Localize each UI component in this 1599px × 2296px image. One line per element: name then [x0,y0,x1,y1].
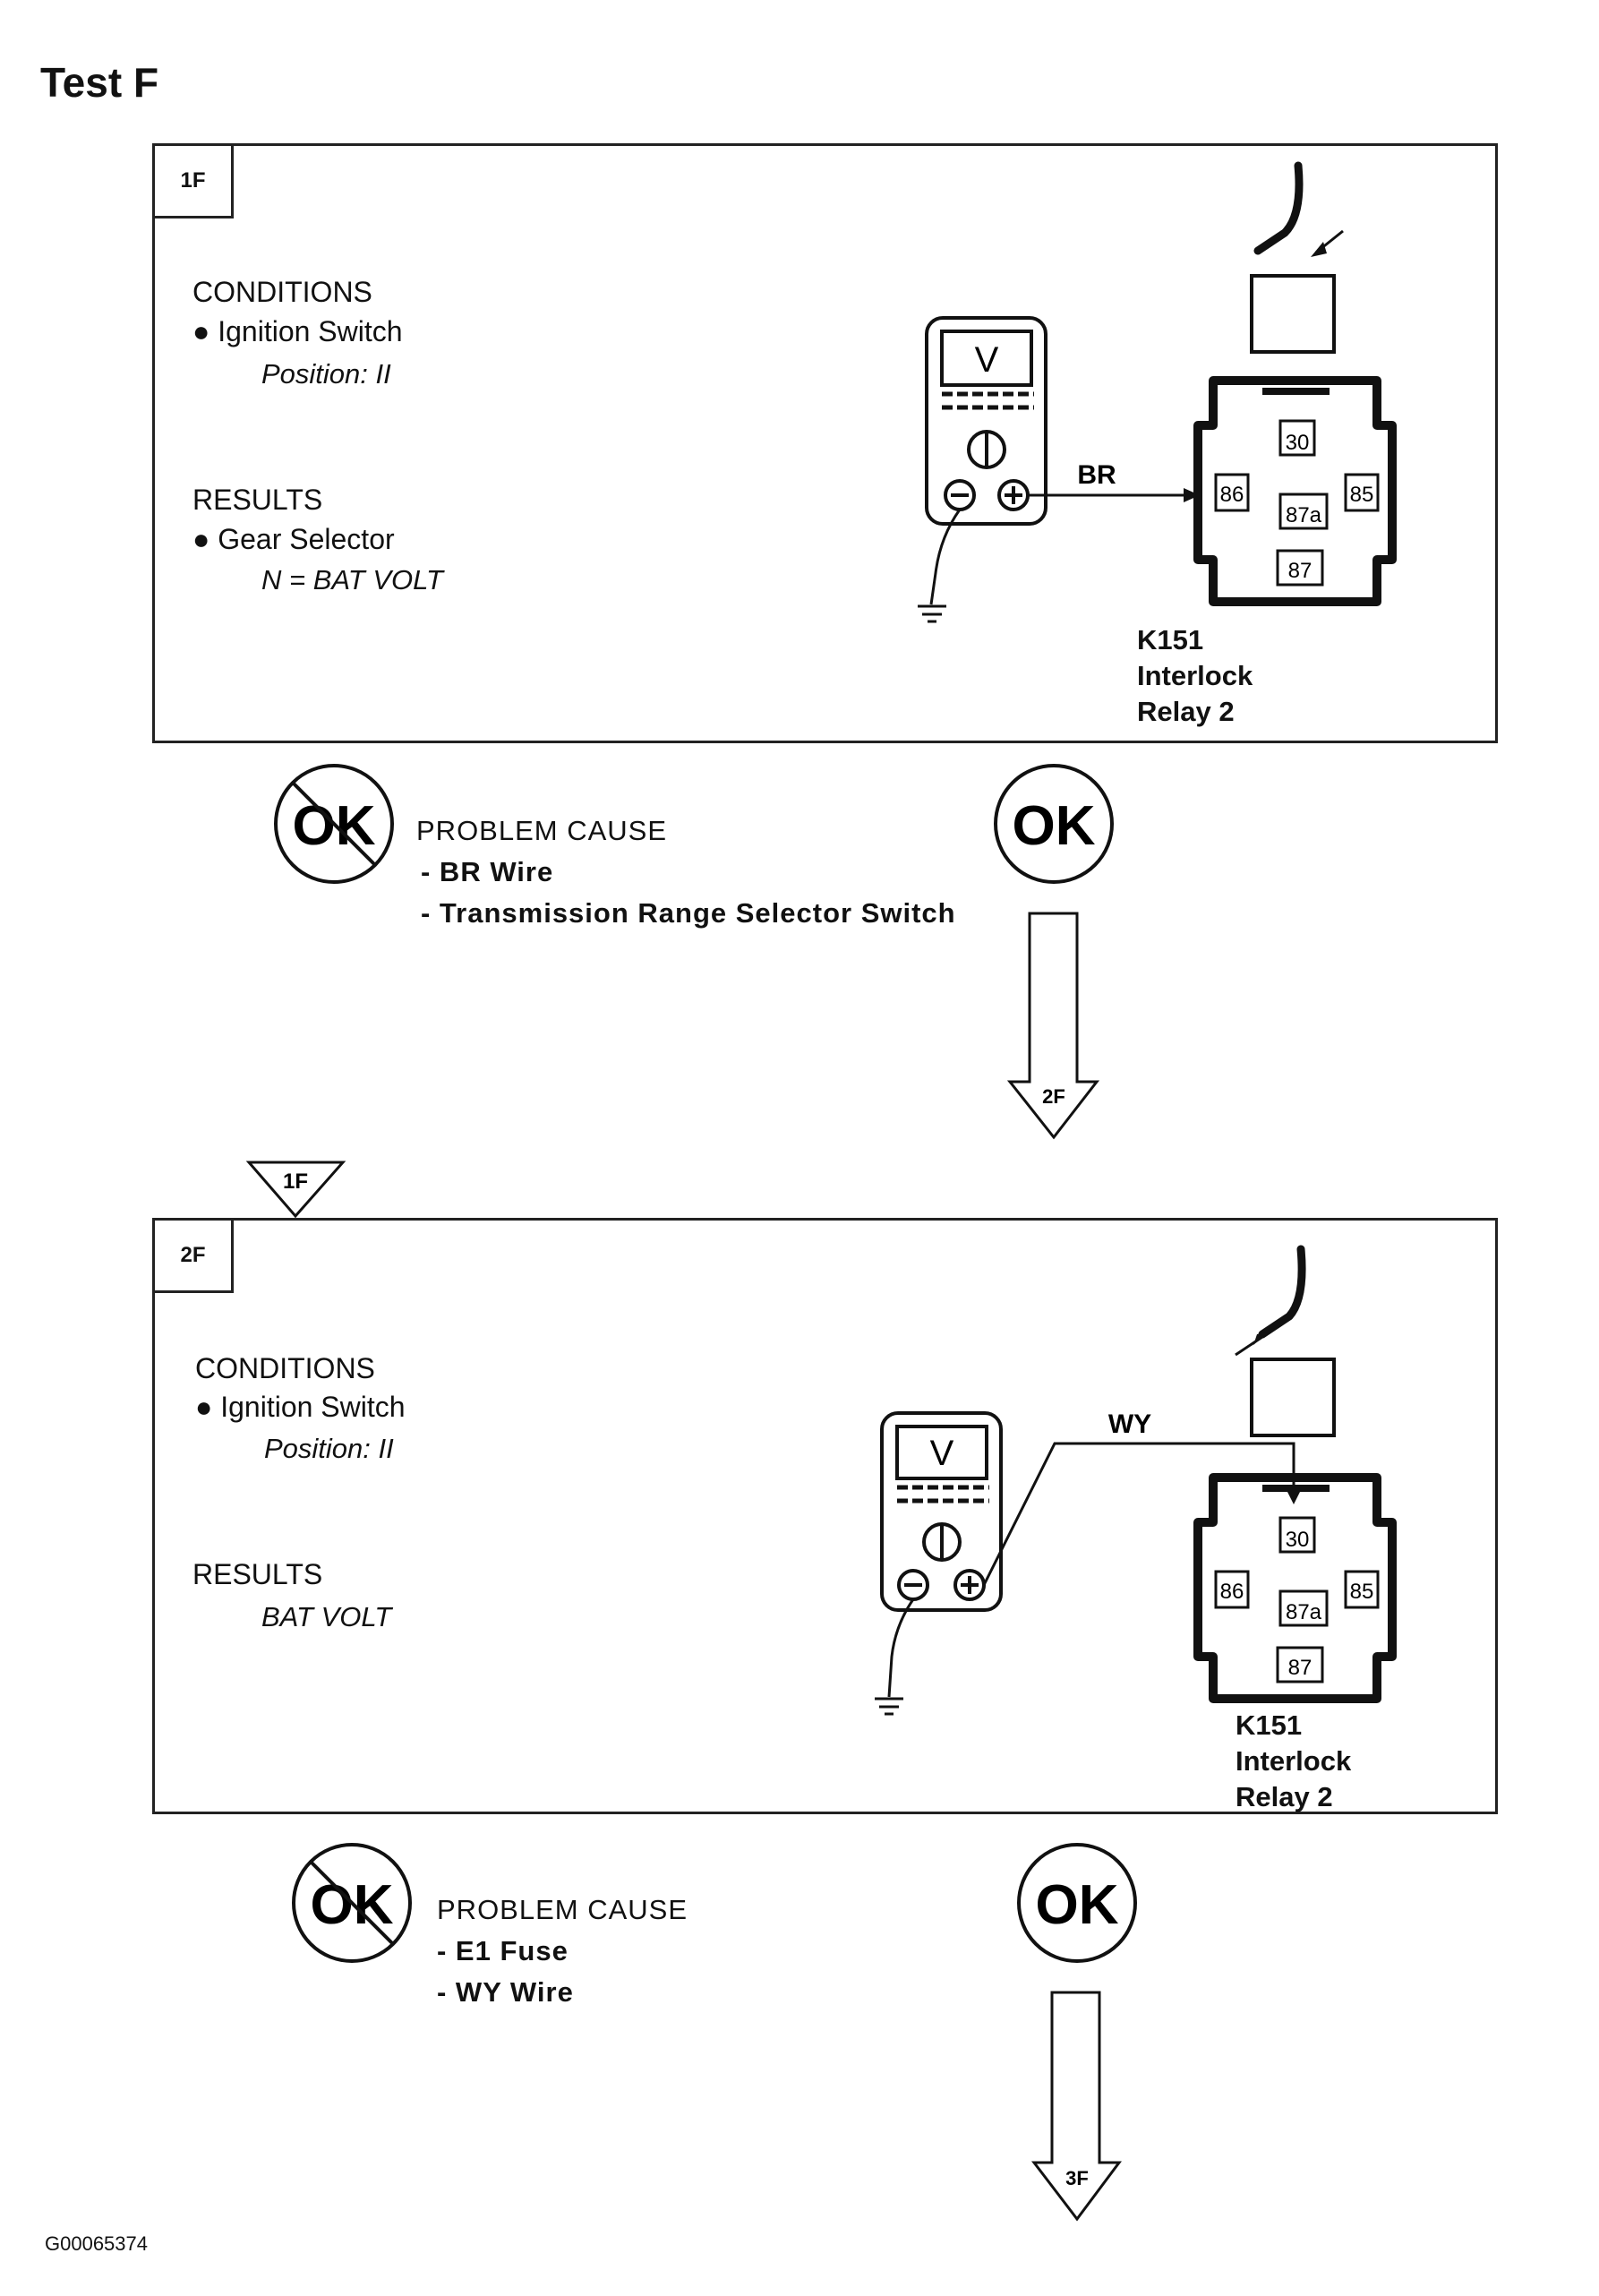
step-2f-wire-wy: WY [982,1409,1301,1586]
step-1f-condition-item: ● Ignition Switch [192,315,403,347]
step-2f-results-label: RESULTS [192,1558,323,1590]
step-2f-from-label: 1F [283,1169,308,1194]
step-1f-next-step: 2F [1042,1085,1065,1108]
step-2f-condition-detail: Position: II [264,1433,394,1464]
step-1f-relay-label: K151 Interlock Relay 2 [1137,622,1253,730]
step-2f-ok-symbol: OK [1017,1843,1137,1963]
step-1f-relay-id: K151 [1137,624,1204,655]
step-2f-not-ok-symbol: OK [292,1843,412,1963]
step-2f-id: 2F [155,1221,234,1293]
step-1f-result-item-text: Gear Selector [218,523,395,555]
step-1f-ground-lead [918,509,962,623]
step-1f-relay: 30 86 87a 85 87 [1193,161,1397,606]
step-1f-conditions-label: CONDITIONS [192,276,372,308]
step-2f-meter-label: V [930,1434,954,1473]
relay-pin-85: 85 [1350,483,1374,507]
step-1f-ok-label: OK [1013,795,1096,857]
step-1f-results-label: RESULTS [192,484,323,516]
step-2f-conditions-label: CONDITIONS [195,1352,375,1384]
step-1f-not-ok-symbol: OK [274,764,394,884]
step-2f-problem-cause-label: PROBLEM CAUSE [437,1894,688,1925]
step-2f-relay-label: K151 Interlock Relay 2 [1236,1708,1351,1815]
relay-pin-87a: 87a [1286,503,1322,527]
step-1f-cause-2: - Transmission Range Selector Switch [421,897,956,929]
step-2f-result-detail: BAT VOLT [261,1601,392,1632]
step-2f-cause-2: - WY Wire [437,1976,574,2008]
step-2f-condition-item-text: Ignition Switch [220,1391,406,1423]
relay-pin-30: 30 [1286,431,1310,455]
step-2f-ground-lead [875,1598,915,1716]
step-1f-condition-detail: Position: II [261,358,391,390]
relay-pin-86: 86 [1220,1580,1244,1604]
step-2f-ok-label: OK [1036,1874,1119,1936]
step-1f-condition-item-text: Ignition Switch [218,315,403,347]
step-1f-panel: 1F [152,143,1498,743]
step-1f-ok-symbol: OK [994,764,1114,884]
step-2f-problem-cause: PROBLEM CAUSE - E1 Fuse - WY Wire [437,1889,688,2013]
step-1f-next-arrow: 2F [1006,912,1100,1140]
relay-pin-87: 87 [1288,559,1313,583]
step-2f-panel: 2F [152,1218,1498,1814]
step-1f-cause-1: - BR Wire [421,856,554,887]
relay-pin-30: 30 [1286,1528,1310,1552]
step-2f-wire-label: WY [1108,1409,1151,1439]
relay-pin-86: 86 [1220,483,1244,507]
step-1f-id: 1F [155,146,234,218]
step-1f-result-item: ● Gear Selector [192,523,395,555]
step-2f-cause-1: - E1 Fuse [437,1935,569,1966]
step-1f-problem-cause-label: PROBLEM CAUSE [416,815,668,846]
step-1f-relay-number: Relay 2 [1137,696,1235,727]
step-1f-problem-cause: PROBLEM CAUSE - BR Wire - Transmission R… [416,810,956,934]
step-1f-meter-label: V [975,340,999,380]
step-2f-relay-number: Relay 2 [1236,1781,1333,1812]
relay-pin-87: 87 [1288,1656,1313,1680]
step-2f-next-arrow: 3F [1030,1991,1122,2222]
relay-pin-87a: 87a [1286,1600,1322,1624]
page-title: Test F [40,59,159,106]
step-2f-condition-item: ● Ignition Switch [195,1391,406,1423]
step-1f-voltmeter: V [925,316,1047,526]
step-1f-relay-name: Interlock [1137,660,1253,691]
step-1f-wire-br: BR [1028,460,1200,502]
figure-id: G00065374 [45,2232,148,2255]
step-2f-relay-name: Interlock [1236,1745,1352,1777]
step-2f-relay-id: K151 [1236,1709,1303,1741]
relay-pin-85: 85 [1350,1580,1374,1604]
step-1f-result-detail: N = BAT VOLT [261,564,443,595]
step-2f-next-step: 3F [1065,2167,1089,2189]
step-1f-wire-label: BR [1077,460,1116,490]
step-2f-from-marker: 1F [245,1161,346,1219]
step-2f-voltmeter: V [880,1411,1003,1612]
step-2f-relay: 30 86 87a 85 87 [1193,1245,1397,1703]
